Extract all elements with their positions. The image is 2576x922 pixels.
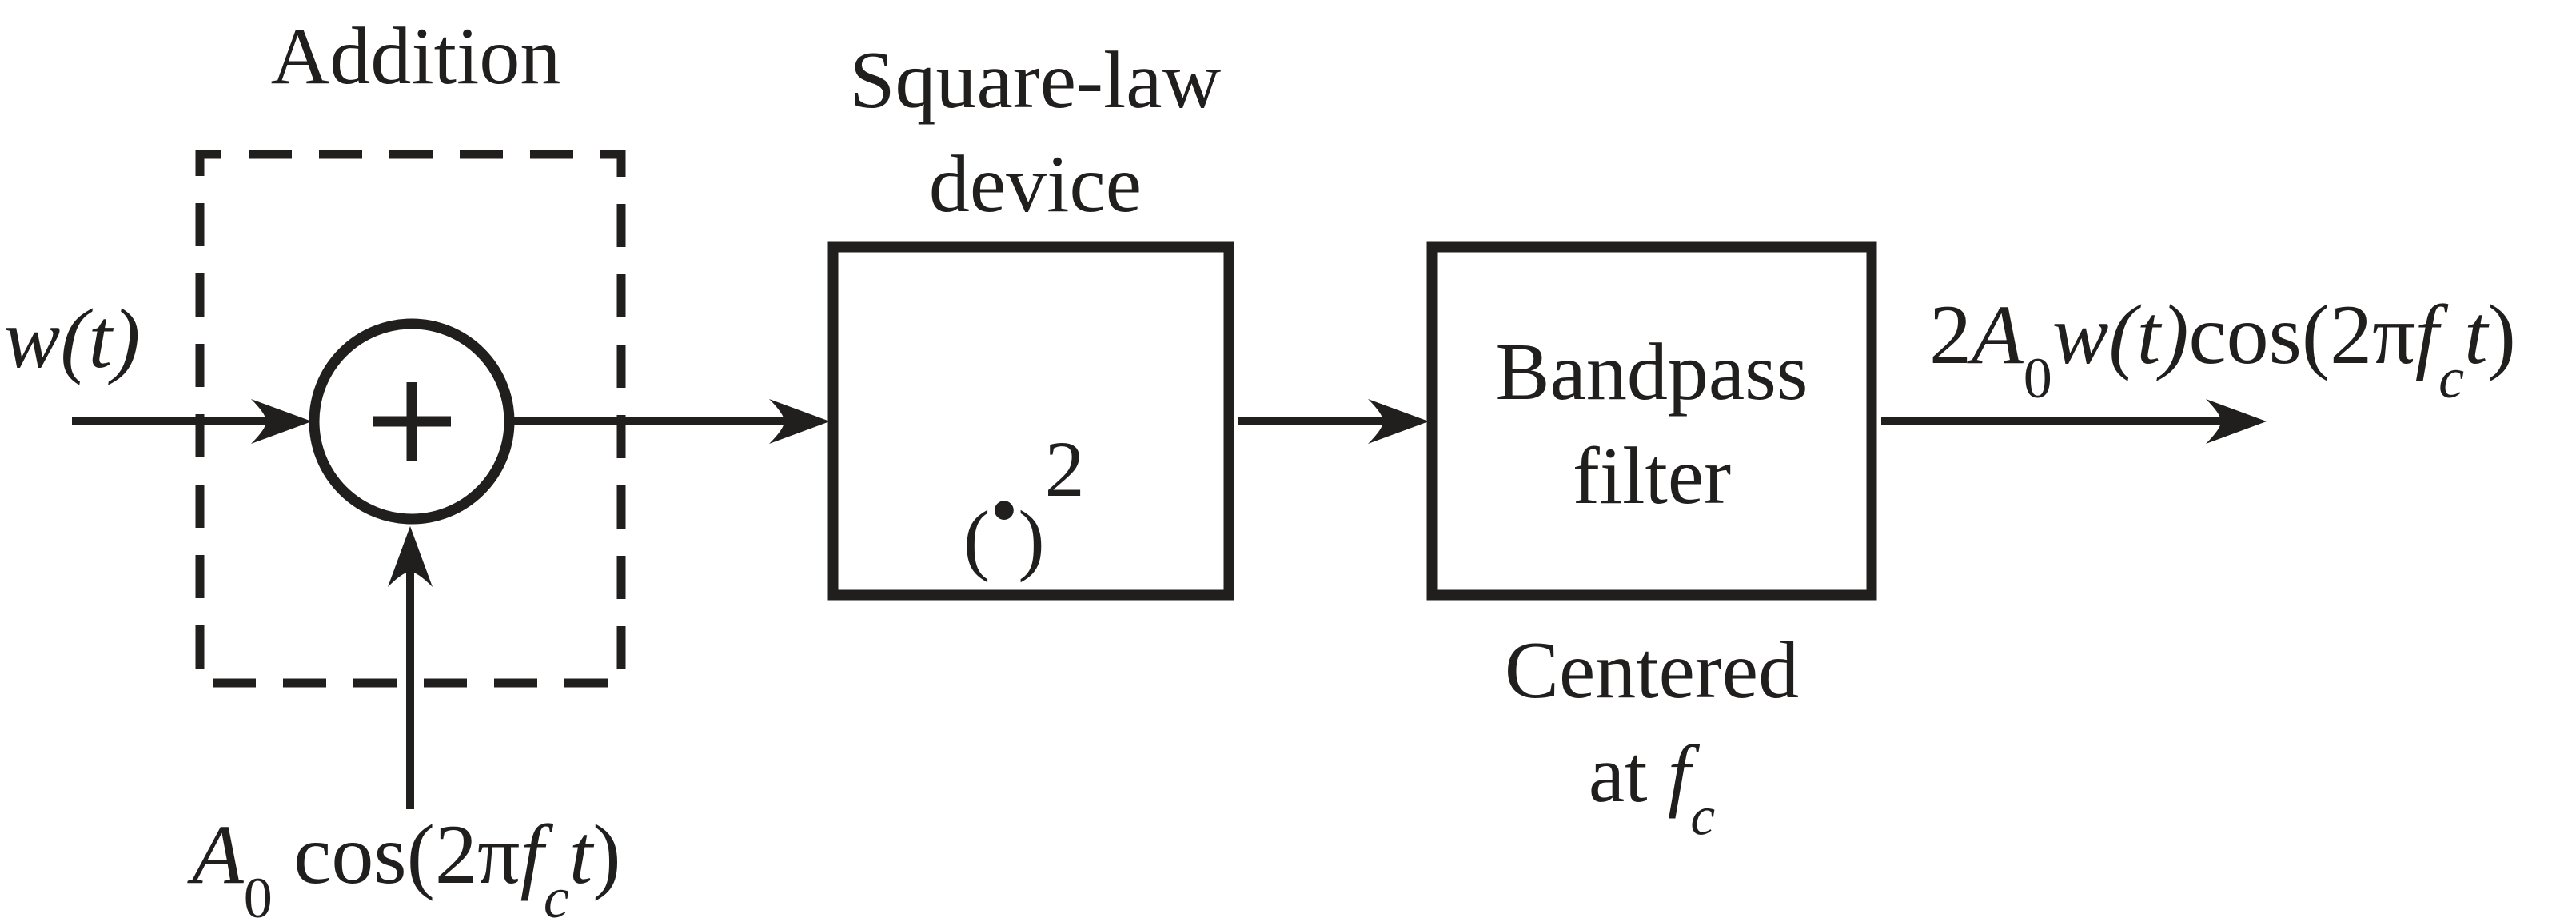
output-signal-label: 2A0w(t)cos(2πfct) (1929, 288, 2516, 411)
arrowhead-icon (388, 526, 433, 587)
bandpass-caption: Centered at fc (1505, 619, 1799, 852)
plus-icon (373, 382, 451, 461)
square-law-box (827, 241, 1234, 601)
arrowhead-icon (1368, 399, 1429, 444)
arrowhead-icon (769, 399, 830, 444)
square-law-symbol: (•)2 (963, 425, 1085, 583)
arrowhead-icon (2206, 399, 2267, 444)
arrowhead-icon (251, 399, 312, 444)
bandpass-caption-line2: at fc (1588, 728, 1716, 848)
square-law-caption-line1: Square-law (849, 35, 1222, 126)
bandpass-filter-box (1426, 241, 1877, 601)
bandpass-label: Bandpass filter (1496, 321, 1808, 528)
carrier-signal-label: A0 cos(2πfct) (192, 808, 621, 922)
input-signal-label: w(t) (3, 292, 141, 385)
square-law-caption: Square-law device (850, 29, 1221, 236)
bandpass-label-line2: filter (1572, 430, 1732, 521)
bandpass-caption-line1: Centered (1504, 625, 1800, 716)
square-law-caption-line2: device (928, 138, 1142, 230)
bandpass-label-line1: Bandpass (1495, 327, 1808, 417)
addition-caption: Addition (270, 11, 561, 102)
